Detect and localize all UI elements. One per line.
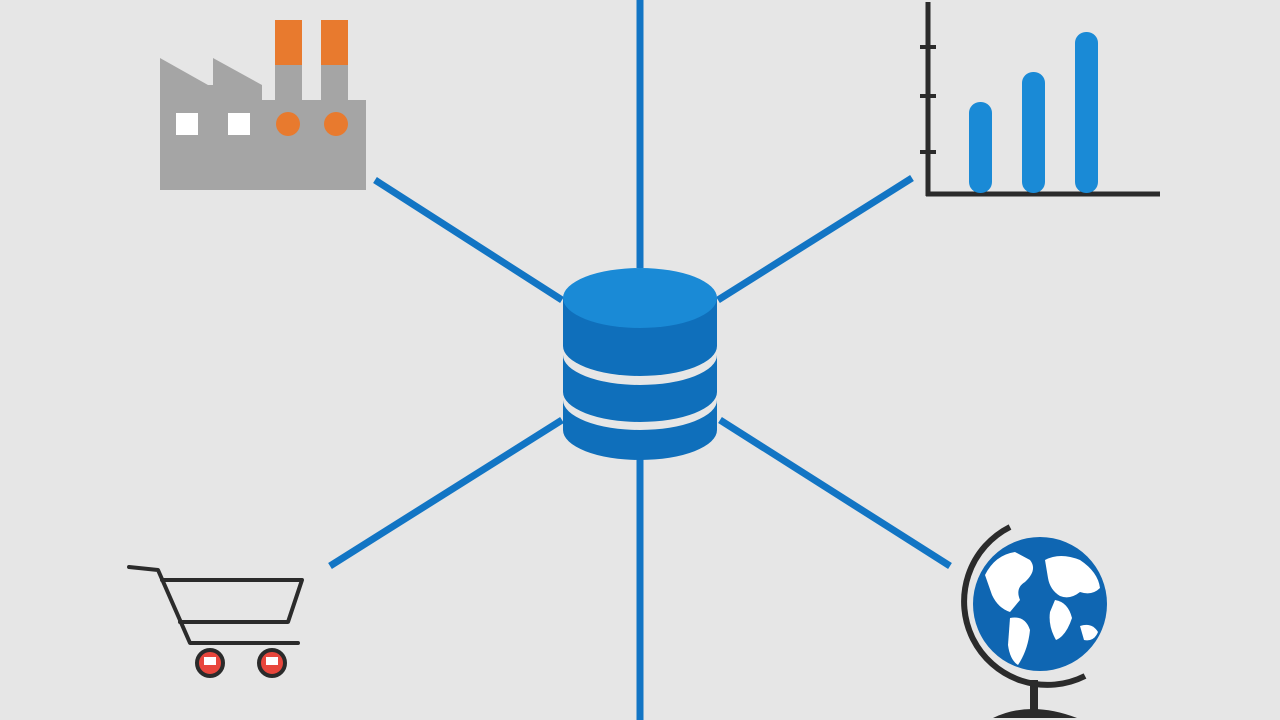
factory-icon bbox=[160, 20, 366, 190]
connector-cart bbox=[328, 417, 564, 569]
connector-chart bbox=[716, 175, 914, 303]
database-icon bbox=[563, 268, 717, 460]
shopping-cart-icon bbox=[127, 565, 304, 678]
bar-chart-icon bbox=[920, 2, 1160, 197]
connector-globe bbox=[718, 417, 952, 569]
globe-icon bbox=[961, 524, 1107, 718]
connector-factory bbox=[373, 177, 564, 303]
connector-lines bbox=[328, 0, 952, 720]
